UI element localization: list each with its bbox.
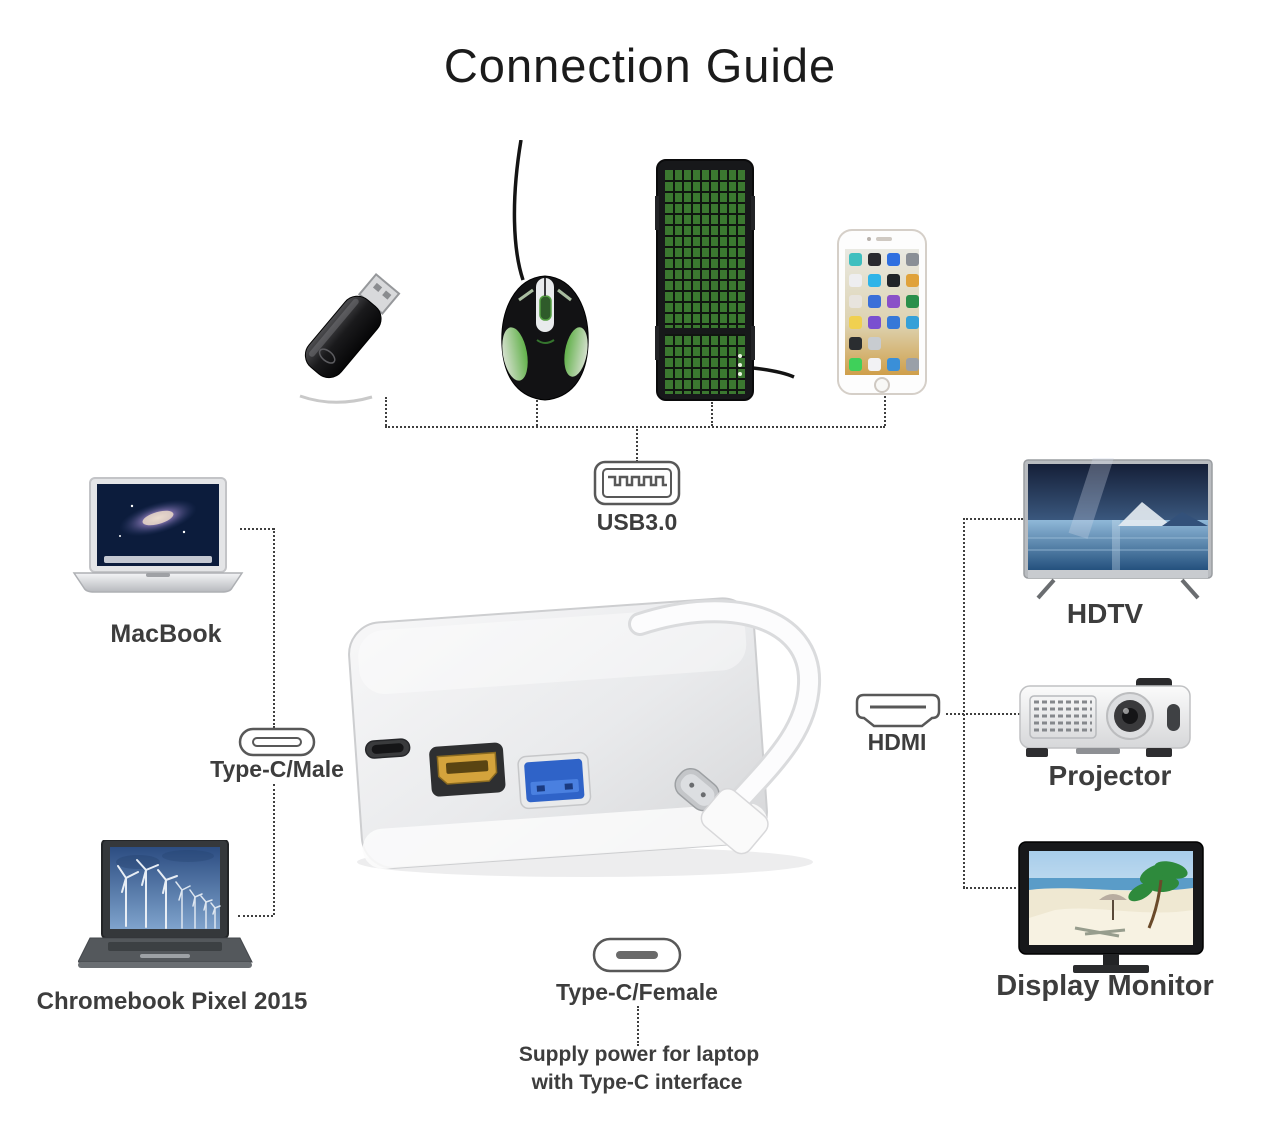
page-title: Connection Guide bbox=[443, 39, 837, 92]
display-monitor-label: Display Monitor bbox=[996, 970, 1214, 1002]
power-note-line1: Supply power for laptop bbox=[518, 1043, 760, 1066]
connector-line-macbook bbox=[240, 528, 274, 530]
usb-c-female-port-icon bbox=[592, 937, 682, 973]
connector-line-chromebook bbox=[238, 915, 273, 917]
macbook-illustration bbox=[72, 477, 244, 593]
type-c-male-label: Type-C/Male bbox=[210, 756, 344, 782]
gaming-mouse-illustration bbox=[501, 140, 589, 401]
connector-line-right-bus bbox=[963, 518, 965, 888]
display-monitor-illustration bbox=[1018, 841, 1204, 973]
usb-c-male-port-icon bbox=[238, 727, 316, 757]
connector-line-left-upper bbox=[273, 528, 275, 728]
usb-c-multiport-adapter-illustration bbox=[348, 597, 822, 877]
connector-line-mouse bbox=[536, 400, 538, 426]
chromebook-label: Chromebook Pixel 2015 bbox=[36, 988, 308, 1015]
connector-line-note bbox=[637, 1006, 639, 1046]
macbook-label: MacBook bbox=[110, 620, 222, 648]
projector-label: Projector bbox=[1048, 760, 1172, 791]
usb-port-label: USB3.0 bbox=[596, 509, 678, 535]
connector-line-phone bbox=[884, 396, 886, 426]
connector-line-top-bus bbox=[385, 426, 885, 428]
hdmi-port-icon bbox=[855, 693, 941, 728]
power-note-line2: with Type-C interface bbox=[531, 1071, 743, 1094]
chromebook-illustration bbox=[78, 840, 253, 968]
hdtv-label: HDTV bbox=[1066, 598, 1144, 629]
connector-line-hdtv bbox=[963, 518, 1023, 520]
hdtv-illustration bbox=[1023, 458, 1213, 600]
projector-illustration bbox=[1019, 678, 1191, 757]
connector-line-left-lower bbox=[273, 784, 275, 915]
usb-flash-drive-illustration bbox=[299, 272, 401, 404]
usb-a-port-icon bbox=[593, 460, 681, 506]
connector-line-keyboard bbox=[711, 402, 713, 426]
type-c-female-label: Type-C/Female bbox=[556, 979, 718, 1005]
connector-line-projector bbox=[946, 713, 1020, 715]
connector-line-monitor bbox=[963, 887, 1016, 889]
smartphone-illustration bbox=[837, 229, 927, 395]
hdmi-label: HDMI bbox=[867, 729, 927, 755]
backlit-keyboard-illustration bbox=[655, 159, 795, 401]
connector-line-usb-drop bbox=[636, 426, 638, 462]
connector-line-flashdrive bbox=[385, 397, 387, 426]
